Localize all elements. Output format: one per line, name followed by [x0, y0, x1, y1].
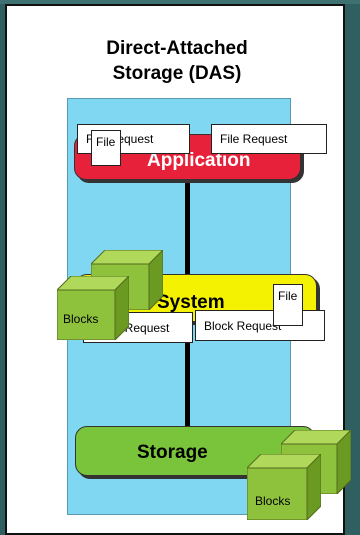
blocks-cube-bottom-front — [247, 454, 321, 520]
block-request-right-text: Block Request — [204, 318, 282, 333]
connector-app-fs — [185, 182, 190, 278]
diagram-title: Direct-Attached Storage (DAS) — [7, 36, 347, 86]
top-bar — [0, 0, 360, 4]
diagram-card: Direct-Attached Storage (DAS) Applicatio… — [5, 4, 351, 535]
file-request-right-text: File Request — [220, 132, 288, 146]
blocks-cube-left-front — [57, 276, 129, 340]
block-request-note-right: Block Request — [195, 310, 325, 341]
file-document-mid: File — [273, 284, 303, 326]
file-request-note-right: File Request — [211, 124, 327, 154]
blocks-bottom-label: Blocks — [255, 494, 291, 508]
file-doc-top-text: File — [96, 135, 116, 149]
title-line-1: Direct-Attached — [106, 38, 248, 59]
blocks-left-label: Blocks — [63, 312, 99, 326]
file-doc-mid-text: File — [278, 289, 298, 303]
application-label: Application — [147, 150, 251, 171]
title-line-2: Storage (DAS) — [112, 63, 242, 84]
connector-fs-storage — [185, 340, 190, 430]
storage-label: Storage — [137, 442, 208, 463]
file-document-top: File — [91, 130, 121, 166]
